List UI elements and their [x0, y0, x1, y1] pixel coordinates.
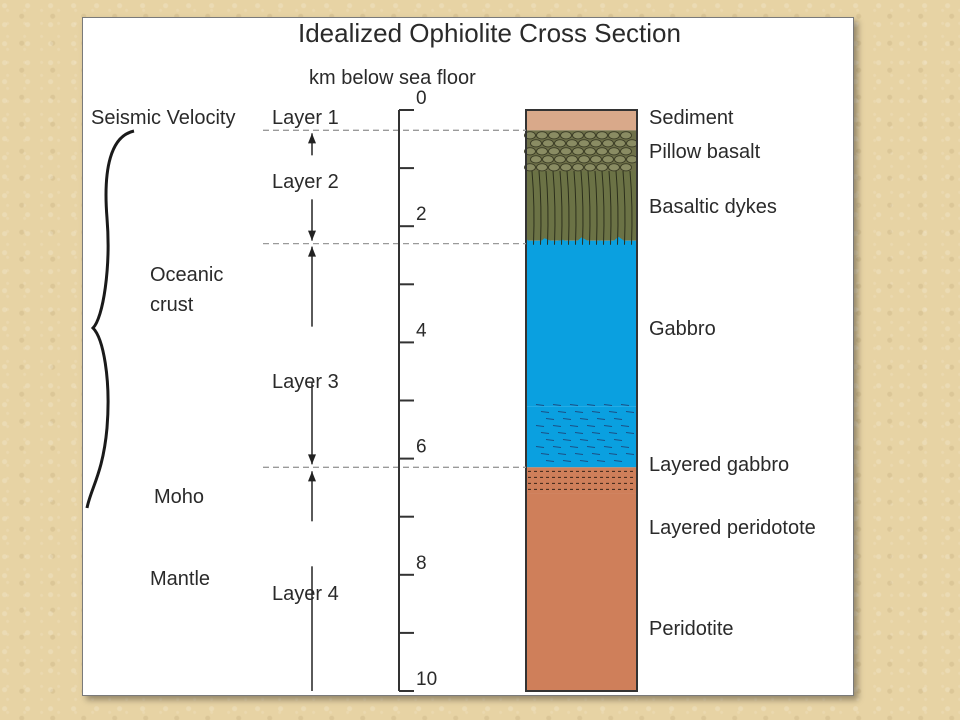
- layer-2-label: Layer 2: [272, 171, 339, 193]
- pillow-basalt-label: Pillow basalt: [649, 141, 761, 163]
- oceanic-label: Oceanic: [150, 264, 223, 286]
- unit-gabbro: [526, 240, 637, 407]
- layer-1-label: Layer 1: [272, 107, 339, 129]
- column-outline: [525, 109, 638, 692]
- layered-peridotote-label: Layered peridotote: [649, 517, 816, 539]
- unit-layered-gabbro: [526, 406, 637, 468]
- tick-label-4: 4: [416, 320, 427, 341]
- peridotite-label: Peridotite: [649, 618, 734, 640]
- tick-label-6: 6: [416, 437, 427, 458]
- dyke-texture: [531, 170, 633, 245]
- depth-axis: 0 2 4 6 8 10: [398, 88, 437, 692]
- gabbro-label: Gabbro: [649, 318, 716, 340]
- crust-label: crust: [150, 294, 194, 316]
- tick-label-8: 8: [416, 553, 427, 574]
- diagram-panel: Idealized Ophiolite Cross Section km bel…: [82, 17, 854, 696]
- unit-sediment: [526, 110, 637, 131]
- seismic-layer-arrows: [308, 133, 316, 691]
- moho-label: Moho: [154, 486, 204, 508]
- rock-column: [524, 109, 638, 692]
- basaltic-dykes-label: Basaltic dykes: [649, 196, 777, 218]
- tick-label-10: 10: [416, 669, 437, 690]
- ophiolite-cross-section: Idealized Ophiolite Cross Section km bel…: [85, 18, 816, 692]
- layer-4-label: Layer 4: [272, 583, 339, 605]
- seismic-velocity-label: Seismic Velocity: [91, 107, 236, 129]
- layer-boundaries: [263, 129, 526, 468]
- mantle-label: Mantle: [150, 568, 210, 590]
- tick-label-2: 2: [416, 204, 427, 225]
- pillow-basalt-texture: [524, 131, 638, 172]
- layer-3-label: Layer 3: [272, 371, 339, 393]
- gabbro-top-boundary: [526, 234, 637, 249]
- layered-gabbro-texture: [535, 404, 635, 462]
- tick-label-0: 0: [416, 88, 427, 109]
- unit-peridotite: [526, 493, 637, 691]
- sediment-label: Sediment: [649, 107, 734, 129]
- oceanic-crust-brace: [85, 129, 135, 509]
- axis-title: km below sea floor: [309, 67, 476, 89]
- diagram-title: Idealized Ophiolite Cross Section: [298, 18, 681, 48]
- layered-gabbro-label: Layered gabbro: [649, 454, 789, 476]
